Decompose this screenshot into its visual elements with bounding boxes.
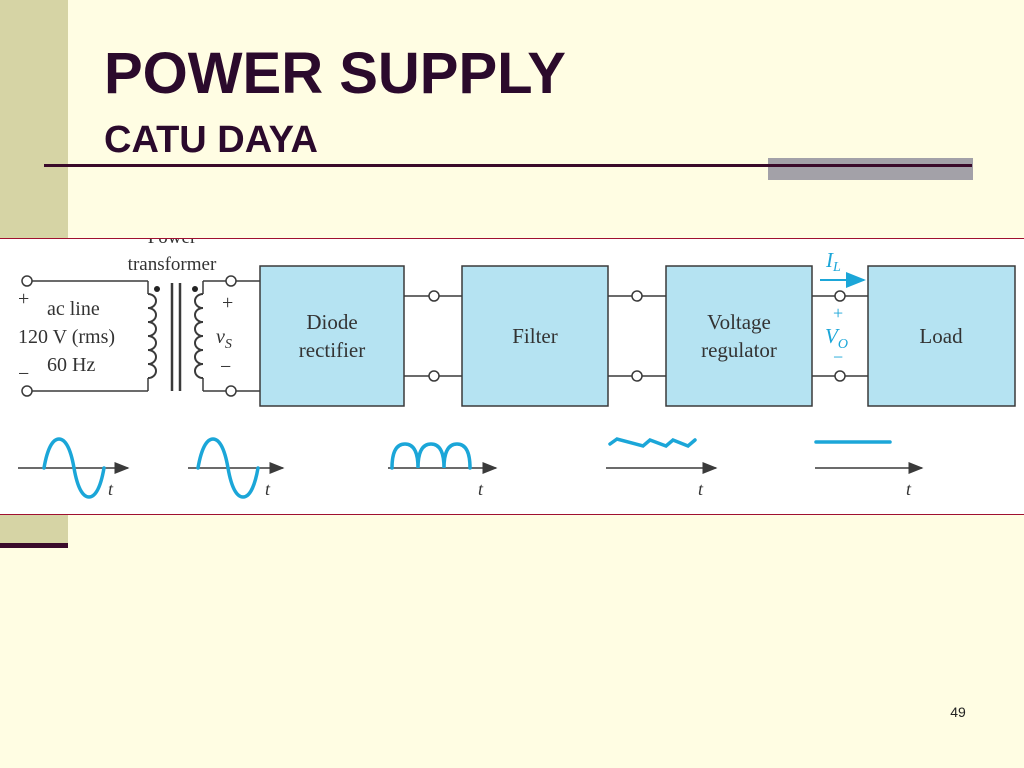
waveform-3-t-label: t [478,479,484,499]
regulator-out-terminal-bottom [834,370,846,382]
waveform-ac-input [42,437,106,499]
title-rule [44,164,972,167]
block-load-label: Load [919,324,963,348]
filter-out-terminal-top [631,290,643,302]
secondary-voltage-label: vS [216,326,232,352]
waveform-2-t-label: t [265,479,271,499]
primary-polarity-dot [154,286,160,292]
page-number: 49 [950,704,966,720]
block-voltage-regulator-label-1: Voltage [707,310,771,334]
block-filter-label: Filter [512,324,558,348]
secondary-coil [194,293,204,379]
regulator-out-terminal-top [834,290,846,302]
filter-out-terminal-bottom [631,370,643,382]
slide-subtitle: CATU DAYA [104,119,318,161]
left-accent-bar-cap [0,543,68,548]
waveform-1-t-label: t [108,479,114,499]
waveform-filtered [608,437,697,449]
output-voltage-label: VO [825,324,848,352]
waveform-4-t-label: t [698,479,704,499]
rectifier-out-terminal-bottom [428,370,440,382]
diagram-canvas: Diode rectifier Filter Voltage regulator… [18,239,1016,499]
transformer-label-line2: transformer [128,254,217,275]
input-label-line3: 60 Hz [47,354,95,376]
input-minus: − [18,363,29,385]
input-plus: + [18,288,29,310]
block-diode-rectifier [259,265,405,407]
waveform-secondary [196,437,260,499]
output-plus: + [833,303,843,323]
secondary-minus: − [220,356,231,378]
load-current-label: IL [825,248,841,275]
input-terminal-top [21,275,33,287]
input-label-line2: 120 V (rms) [18,326,115,348]
rectifier-out-terminal-top [428,290,440,302]
block-diode-rectifier-label-1: Diode [306,310,357,334]
slide-title: POWER SUPPLY [104,41,566,106]
secondary-plus: + [222,292,233,314]
input-terminal-bottom [21,385,33,397]
block-diode-rectifier-label-2: rectifier [299,338,365,362]
block-filter [461,265,609,407]
waveform-5-t-label: t [906,479,912,499]
output-minus: − [833,347,843,367]
secondary-polarity-dot [192,286,198,292]
block-voltage-regulator-label-2: regulator [701,338,777,362]
title-rule-accent [768,158,973,180]
block-voltage-regulator [665,265,813,407]
power-supply-block-diagram: Diode rectifier Filter Voltage regulator… [0,238,1024,515]
primary-coil [147,293,157,379]
input-label-line1: ac line [47,298,100,320]
secondary-terminal-top [225,275,237,287]
transformer-label-line1: Power [148,239,197,248]
block-load [867,265,1016,407]
waveform-rectified [390,442,472,470]
secondary-terminal-bottom [225,385,237,397]
